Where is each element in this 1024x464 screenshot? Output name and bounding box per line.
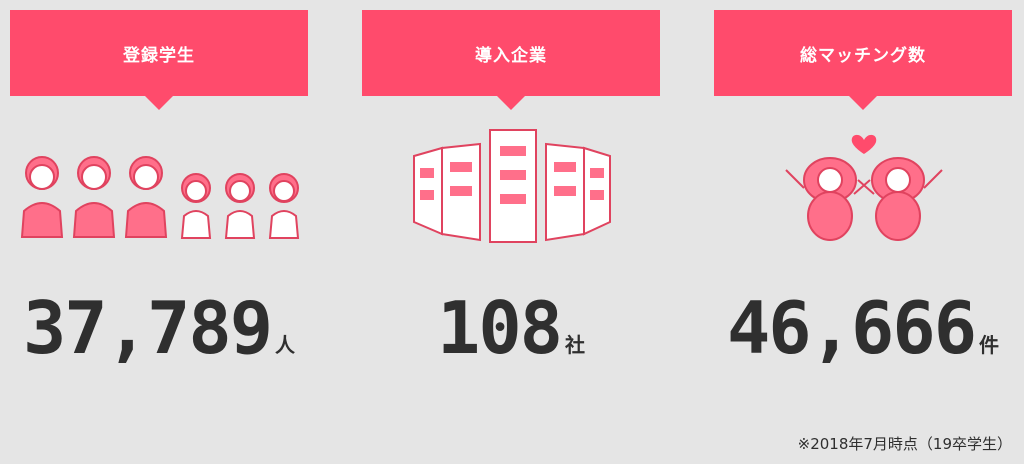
stat-value-row: 46,666 件 <box>714 276 1012 366</box>
stat-label-banner: 登録学生 <box>10 10 308 110</box>
students-icon <box>10 110 308 250</box>
stat-value: 46,666 <box>726 286 977 370</box>
stat-card-students: 登録学生 <box>10 0 310 400</box>
stat-card-companies: 導入企業 108 社 <box>362 0 662 400</box>
stat-card-matching: 総マッチング数 46,666 件 <box>714 0 1014 400</box>
stat-label-banner: 導入企業 <box>362 10 660 110</box>
stat-label: 導入企業 <box>475 45 547 66</box>
stat-unit: 社 <box>565 333 586 357</box>
stat-label-banner: 総マッチング数 <box>714 10 1012 110</box>
stat-value: 37,789 <box>22 286 273 370</box>
stat-value: 108 <box>436 286 563 370</box>
stat-label: 総マッチング数 <box>800 45 926 66</box>
matching-cows-icon <box>714 110 1012 250</box>
heart-icon <box>851 134 877 154</box>
buildings-icon <box>362 110 660 250</box>
stat-unit: 件 <box>979 333 1000 357</box>
footnote: ※2018年7月時点（19卒学生） <box>797 435 1012 453</box>
stat-unit: 人 <box>275 333 296 357</box>
stat-value-row: 108 社 <box>362 276 660 366</box>
stat-label: 登録学生 <box>123 45 195 66</box>
stat-value-row: 37,789 人 <box>10 276 308 366</box>
